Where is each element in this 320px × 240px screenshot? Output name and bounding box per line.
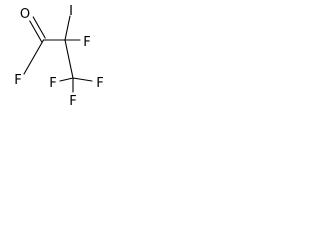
atom-label-fluorine-c3-right: F — [96, 76, 103, 91]
bond-c1-o-a — [32, 16, 46, 39]
bond-c2-i — [64, 15, 71, 41]
bond-c2-c3 — [64, 39, 74, 79]
atom-label-fluorine-c2: F — [83, 35, 90, 50]
bond-c1-o-b — [29, 20, 43, 43]
bonds — [23, 15, 93, 93]
atom-label-fluorine-c3-left: F — [49, 76, 56, 91]
atom-label-fluorine-acyl: F — [14, 73, 21, 88]
atom-label-fluorine-c3-down: F — [69, 94, 76, 109]
atom-label-oxygen: O — [20, 7, 30, 22]
bond-c3-f-right — [72, 77, 93, 82]
atom-labels: O I F F F F F — [14, 4, 103, 109]
bond-c1-f — [23, 39, 45, 75]
atom-label-iodine: I — [69, 4, 73, 19]
structural-formula: O I F F F F F — [14, 4, 103, 109]
bond-c3-f-left — [59, 77, 74, 82]
